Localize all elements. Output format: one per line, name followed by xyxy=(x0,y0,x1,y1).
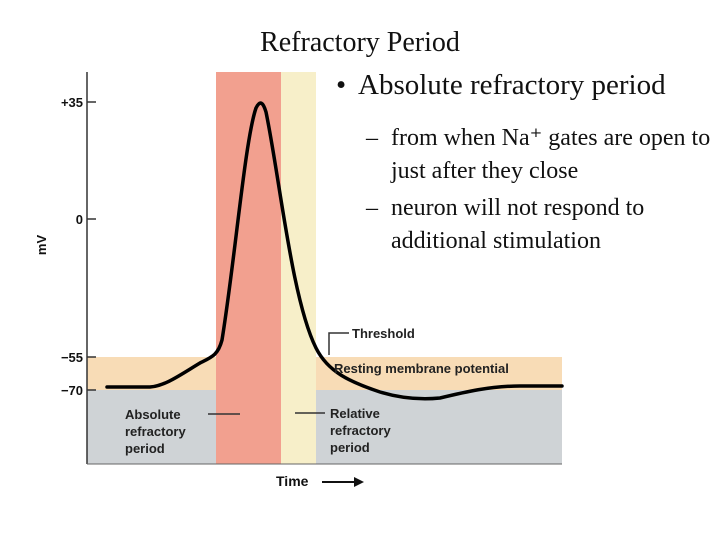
threshold-pointer xyxy=(328,332,349,355)
below-resting-band xyxy=(87,390,562,464)
action-potential-trace xyxy=(105,101,564,401)
slide-title: Refractory Period xyxy=(260,27,460,58)
y-tick-label-minus55: −55 xyxy=(61,350,83,365)
y-tick-label-35: +35 xyxy=(61,95,83,110)
svg-text:Relative: Relative xyxy=(330,406,380,421)
x-axis-label: Time xyxy=(276,473,309,489)
bullet-list: • Absolute refractory period – from when… xyxy=(336,66,716,258)
svg-text:refractory: refractory xyxy=(330,423,391,438)
bullet-dot-icon: • xyxy=(336,69,347,101)
sub-bullet-gates: – from when Na⁺ gates are open to just a… xyxy=(336,122,716,188)
y-tick-label-0: 0 xyxy=(76,212,83,227)
sub-bullet-no-response: – neuron will not respond to additional … xyxy=(336,192,716,258)
svg-text:refractory: refractory xyxy=(125,424,186,439)
sub-bullet-text: neuron will not respond to additional st… xyxy=(391,195,645,254)
relative-refractory-label: Relative refractory period xyxy=(330,406,391,455)
svg-text:period: period xyxy=(125,441,165,456)
y-axis-label: mV xyxy=(34,235,49,256)
resting-potential-label: Resting membrane potential xyxy=(334,361,509,376)
svg-text:period: period xyxy=(330,440,370,455)
bullet-absolute-refractory: • Absolute refractory period xyxy=(336,66,716,104)
y-tick-label-minus70: −70 xyxy=(61,383,83,398)
dash-icon: – xyxy=(366,195,378,221)
svg-text:Absolute: Absolute xyxy=(125,407,181,422)
relative-refractory-band xyxy=(281,72,316,464)
absolute-refractory-label: Absolute refractory period xyxy=(125,407,186,456)
sub-bullet-text: from when Na⁺ gates are open to just aft… xyxy=(391,125,711,184)
bullet-text: Absolute refractory period xyxy=(358,69,666,101)
dash-icon: – xyxy=(366,125,378,151)
time-arrow-icon xyxy=(322,477,364,487)
threshold-label: Threshold xyxy=(352,326,415,341)
